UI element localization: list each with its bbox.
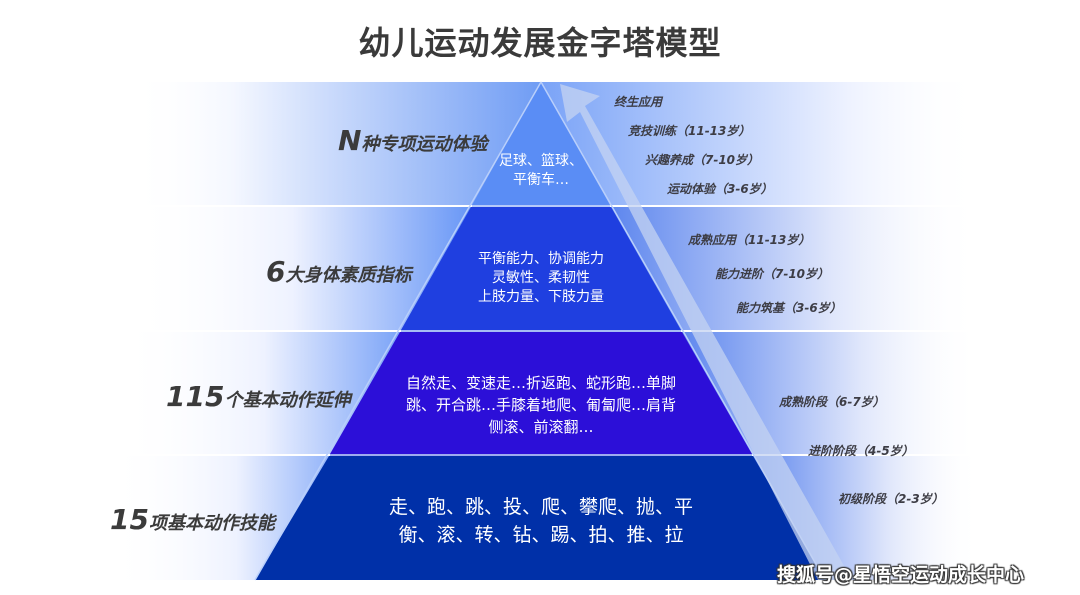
stage-label: 竞技训练（11-13岁）	[628, 124, 751, 138]
left-band-1	[130, 82, 542, 205]
stage-label: 兴趣养成（7-10岁）	[645, 153, 760, 167]
stage-label: 能力进阶（7-10岁）	[715, 267, 830, 281]
tier-4-shape	[255, 456, 825, 580]
tier-4-label: 15项基本动作技能	[110, 503, 275, 536]
stage-label: 终生应用	[614, 95, 663, 109]
stage-label: 成熟应用（11-13岁）	[688, 233, 811, 247]
stage-label: 运动体验（3-6岁）	[667, 182, 773, 196]
stage-label: 成熟阶段（6-7岁）	[779, 395, 885, 409]
tier-2-shape	[401, 207, 681, 330]
stage-label: 能力筑基（3-6岁）	[736, 301, 842, 315]
watermark: 搜狐号@星悟空运动成长中心	[777, 564, 1025, 586]
tier-1-shape	[472, 82, 610, 205]
stage-label: 初级阶段（2-3岁）	[838, 492, 944, 506]
tier-4-content: 走、跑、跳、投、爬、攀爬、抛、平 衡、滚、转、钻、踢、拍、推、拉	[388, 496, 693, 546]
tier-1-content: 足球、篮球、 平衡车…	[499, 153, 583, 188]
tier-3-content: 自然走、变速走…折返跑、蛇形跑…单脚 跳、开合跳…手膝着地爬、匍匐爬…肩背 侧滚…	[405, 374, 676, 436]
diagram-title: 幼儿运动发展金字塔模型	[358, 24, 722, 62]
progress-arrow-icon	[560, 84, 852, 580]
tier-3-shape	[330, 332, 752, 454]
right-band-1	[541, 82, 981, 205]
tier-3-label: 115个基本动作延伸	[166, 380, 351, 413]
stage-label: 进阶阶段（4-5岁）	[808, 444, 914, 458]
tier-2-label: 6大身体素质指标	[266, 255, 412, 288]
tier-1-label: N种专项运动体验	[338, 124, 488, 157]
tier-2-content: 平衡能力、协调能力 灵敏性、柔韧性 上肢力量、下肢力量	[478, 251, 604, 305]
